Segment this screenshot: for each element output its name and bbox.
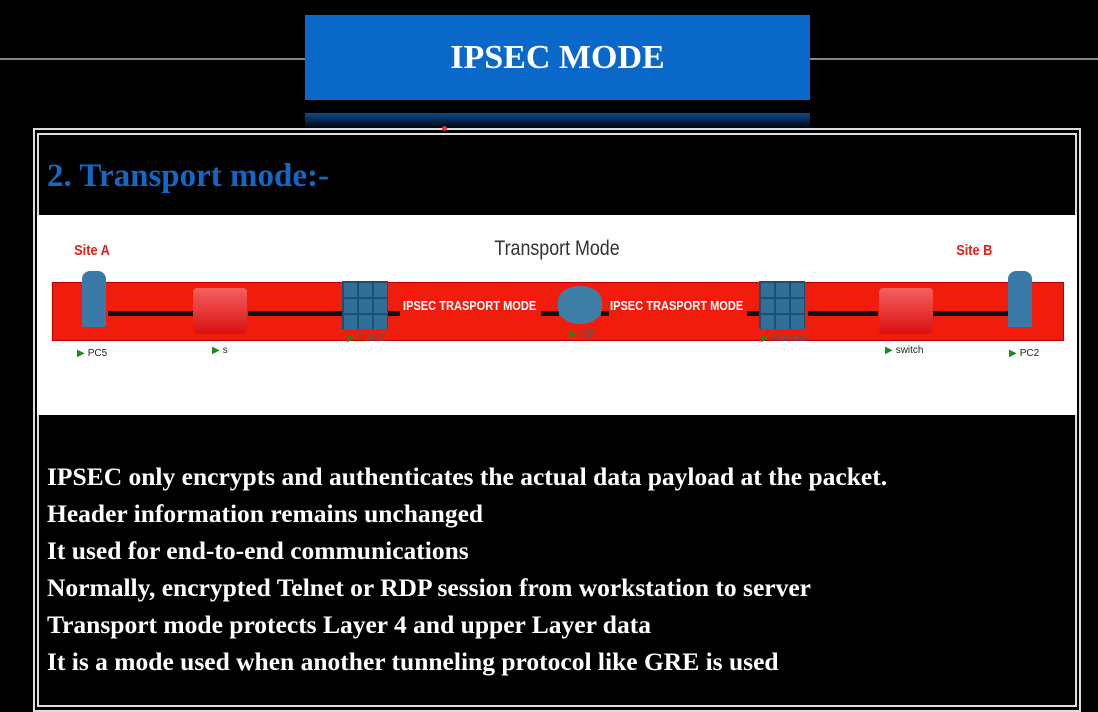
slide-title-text: IPSEC MODE bbox=[450, 38, 665, 76]
bullet-item: Header information remains unchanged bbox=[47, 499, 484, 528]
network-band: IPSEC TRASPORT MODE IPSEC TRASPORT MODE bbox=[52, 271, 1064, 341]
bullet-item: Normally, encrypted Telnet or RDP sessio… bbox=[47, 573, 811, 602]
header-rule-left bbox=[0, 58, 305, 60]
link bbox=[601, 311, 609, 316]
link bbox=[747, 311, 759, 316]
bullet-list: IPSEC only encrypts and authenticates th… bbox=[47, 458, 887, 680]
section-heading: 2. Transport mode:- bbox=[47, 158, 330, 194]
bullet-item: IPSEC only encrypts and authenticates th… bbox=[47, 462, 888, 491]
firewall-icon bbox=[342, 281, 388, 329]
device-label: ISP bbox=[569, 329, 596, 340]
link bbox=[933, 311, 1008, 316]
title-reflection bbox=[305, 113, 810, 129]
slide-title: IPSEC MODE bbox=[305, 15, 810, 100]
transport-mode-diagram: Transport Mode Site A Site B IPSEC TRASP… bbox=[37, 215, 1077, 415]
bullet-item: It is a mode used when another tunneling… bbox=[47, 647, 779, 676]
pc-icon bbox=[1008, 271, 1032, 327]
pc-icon bbox=[82, 271, 106, 327]
router-icon bbox=[558, 286, 602, 324]
switch-icon bbox=[193, 288, 247, 334]
bullet-item: Transport mode protects Layer 4 and uppe… bbox=[47, 610, 651, 639]
diagram-title: Transport Mode bbox=[494, 237, 620, 260]
link bbox=[388, 311, 400, 316]
site-b-label: Site B bbox=[956, 242, 993, 259]
tunnel-label-right: IPSEC TRASPORT MODE bbox=[610, 298, 744, 313]
site-a-label: Site A bbox=[74, 242, 110, 259]
bullet-item: It used for end-to-end communications bbox=[47, 536, 469, 565]
marker-dot bbox=[442, 126, 447, 131]
tunnel-label-left: IPSEC TRASPORT MODE bbox=[403, 298, 537, 313]
device-label: PUNE bbox=[347, 333, 386, 344]
switch-icon bbox=[879, 288, 933, 334]
header-rule-right bbox=[810, 58, 1098, 60]
device-label: PC2 bbox=[1009, 348, 1039, 359]
device-label: Mumbai bbox=[761, 333, 808, 344]
link bbox=[808, 311, 878, 316]
firewall-icon bbox=[759, 281, 805, 329]
device-label: PC5 bbox=[77, 348, 107, 359]
link bbox=[248, 311, 343, 316]
link bbox=[108, 311, 193, 316]
device-label: s bbox=[212, 345, 228, 356]
device-label: switch bbox=[885, 345, 924, 356]
link bbox=[541, 311, 559, 316]
